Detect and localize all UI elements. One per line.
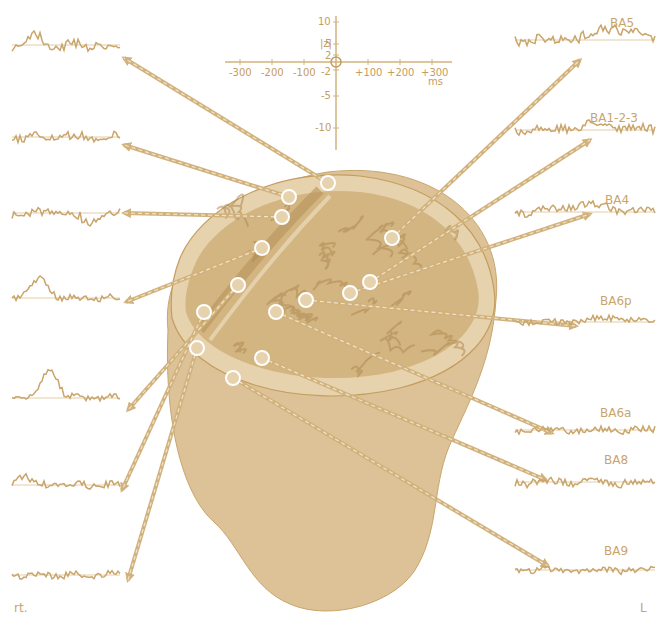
axis-label: -200	[261, 67, 284, 79]
axis-label: -100	[293, 67, 316, 79]
axis-label: 10	[318, 16, 331, 28]
axis-label: ms	[428, 76, 443, 88]
axis-label: +100	[355, 67, 382, 79]
area-label: BA4	[605, 194, 629, 206]
axis-label: 5	[325, 38, 331, 50]
area-label: BA5	[610, 17, 634, 29]
area-label: BA1-2-3	[590, 112, 638, 124]
axis-label: -10	[315, 122, 331, 134]
side-label: L	[640, 602, 647, 614]
area-label: BA8	[604, 454, 628, 466]
axis-label: -2	[321, 66, 331, 78]
area-label: BA6a	[600, 407, 631, 419]
area-label: BA9	[604, 545, 628, 557]
axis-label: -5	[321, 90, 331, 102]
axis-label: -300	[229, 67, 252, 79]
axis-label: +200	[387, 67, 414, 79]
axis-label: 2	[325, 50, 331, 62]
side-label: rt.	[14, 602, 27, 614]
area-label: BA6p	[600, 295, 632, 307]
